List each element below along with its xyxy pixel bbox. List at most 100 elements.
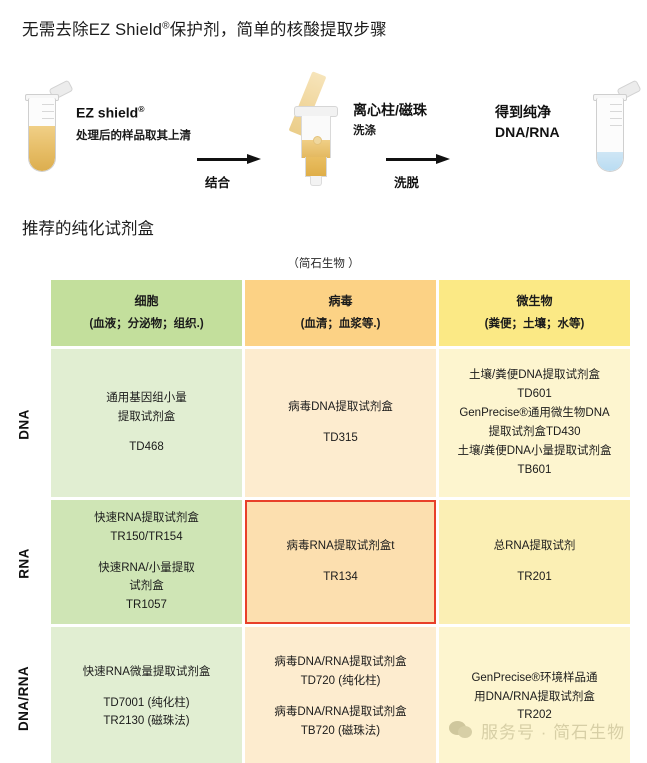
arrow-shaft-icon: [386, 158, 438, 161]
cell-line: 提取试剂盒: [117, 410, 176, 423]
table-row-dna-rna: 快速RNA微量提取试剂盒 TD7001 (纯化柱) TR2130 (磁珠法) 病毒D…: [51, 627, 630, 763]
column-header-name: 病毒: [328, 293, 353, 308]
cell-dnarna-microbe: GenPrecise®环境样品通用DNA/RNA提取试剂盒 TR202: [439, 627, 630, 763]
cell-dna-virus: 病毒DNA提取试剂盒 TD315: [245, 349, 436, 497]
cell-dnarna-virus: 病毒DNA/RNA提取试剂盒 TD720 (纯化柱) 病毒DNA/RNA提取试剂盒 T…: [245, 627, 436, 763]
workflow-arrow-1-caption: 结合: [205, 176, 231, 190]
cell-line: TD315: [323, 432, 358, 444]
cell-rna-microbe: 总RNA提取试剂 TR201: [439, 500, 630, 624]
column-header-virus: 病毒 (血清；血浆等.): [245, 280, 436, 346]
column-header-detail: (粪便；土壤；水等): [484, 318, 585, 331]
cell-line: 通用基因组小量: [106, 391, 187, 404]
cell-line: 土壤/粪便DNA提取试剂盒: [469, 369, 600, 382]
cell-line: 病毒RNA提取试剂盒t: [286, 540, 395, 553]
workflow-step1-title: EZ shield: [76, 104, 139, 121]
cell-line: TR134: [323, 571, 358, 583]
column-header-name: 细胞: [134, 293, 159, 308]
cell-line: 病毒DNA提取试剂盒: [288, 401, 393, 414]
droplet-icon: [313, 136, 322, 145]
workflow-step3-label-line2: DNA/RNA: [495, 124, 560, 140]
workflow-step1-subtitle: 处理后的样品取其上清: [76, 130, 191, 142]
column-header-detail: (血液；分泌物；组织.): [89, 318, 204, 331]
cell-line: TB601: [517, 463, 552, 476]
sample-tube-icon: [22, 79, 74, 180]
registered-mark: ®: [162, 20, 170, 32]
workflow-step2-subtitle: 洗涤: [353, 125, 376, 137]
cell-line: TD720 (纯化柱): [300, 675, 381, 688]
cell-spacer: [251, 556, 430, 568]
cell-spacer: [57, 547, 236, 559]
page-title-suffix: 保护剂，简单的核酸提取步骤: [169, 21, 387, 39]
tube-liquid-icon: [597, 152, 623, 171]
cell-dnarna-cell: 快速RNA微量提取试剂盒 TD7001 (纯化柱) TR2130 (磁珠法): [51, 627, 242, 763]
cell-line: 土壤/粪便DNA小量提取试剂盒: [457, 444, 612, 457]
recommended-kits-table: 细胞 (血液；分泌物；组织.) 病毒 (血清；血浆等.) 微生物 (粪便；土壤；…: [48, 277, 633, 763]
cell-line: 快速RNA微量提取试剂盒: [82, 665, 211, 678]
workflow-step2-label: 离心柱/磁珠: [353, 102, 427, 118]
column-neck-icon: [305, 157, 327, 177]
cell-line: GenPrecise®环境样品通: [471, 671, 598, 684]
tube-graduation-icon: [610, 104, 622, 132]
row-label-dna: DNA: [0, 350, 48, 498]
tube-liquid-icon: [29, 125, 55, 171]
cell-line: TR2130 (磁珠法): [103, 715, 190, 728]
result-tube-icon: [590, 79, 642, 180]
workflow-step3-label-line1: 得到纯净: [495, 104, 551, 120]
cell-line: 快速RNA/小量提取: [98, 561, 195, 574]
arrow-shaft-icon: [197, 158, 249, 161]
cell-line: GenPrecise®通用微生物DNA: [459, 407, 610, 420]
cell-line: 提取试剂盒TD430: [488, 426, 581, 438]
column-tip-icon: [310, 176, 322, 186]
row-label-rna: RNA: [0, 501, 48, 625]
cell-line: 病毒DNA/RNA提取试剂盒: [274, 656, 407, 669]
cell-line: 用DNA/RNA提取试剂盒: [474, 690, 595, 703]
cell-line: TR150/TR154: [110, 530, 183, 543]
cell-line: TR1057: [126, 599, 167, 612]
row-label-dna-rna: DNA/RNA: [0, 628, 48, 763]
cell-line: TD468: [129, 441, 164, 454]
cell-line: TR202: [517, 709, 552, 722]
spin-column-icon: [288, 71, 348, 190]
cell-spacer: [251, 417, 430, 429]
tube-body-icon: [596, 98, 624, 172]
column-header-name: 微生物: [516, 293, 553, 308]
column-header-microbe: 微生物 (粪便；土壤；水等): [439, 280, 630, 346]
cell-line: TD7001 (纯化柱): [103, 696, 190, 709]
cell-line: 试剂盒: [129, 580, 164, 593]
column-header-detail: (血清；血浆等.): [300, 318, 381, 331]
row-label-dna-rna-text: DNA/RNA: [16, 665, 32, 731]
cell-spacer: [57, 682, 236, 694]
page-title: 无需去除EZ Shield®保护剂，简单的核酸提取步骤: [22, 16, 387, 40]
cell-line: 病毒DNA/RNA提取试剂盒: [274, 706, 407, 718]
workflow-step1-label: EZ shield®: [76, 104, 145, 121]
arrow-head-icon: [436, 154, 450, 164]
cell-line: TB720 (磁珠法): [300, 724, 381, 737]
tube-body-icon: [28, 98, 56, 172]
column-header-cell: 细胞 (血液；分泌物；组织.): [51, 280, 242, 346]
table-header-row: 细胞 (血液；分泌物；组织.) 病毒 (血清；血浆等.) 微生物 (粪便；土壤；…: [51, 280, 630, 346]
registered-mark: ®: [138, 104, 145, 114]
cell-spacer: [57, 426, 236, 438]
cell-spacer: [251, 691, 430, 703]
table-row-dna: 通用基因组小量提取试剂盒 TD468 病毒DNA提取试剂盒 TD315 土壤/粪便D…: [51, 349, 630, 497]
arrow-head-icon: [247, 154, 261, 164]
row-label-dna-text: DNA: [16, 408, 32, 440]
column-liquid-icon: [302, 140, 330, 158]
cell-line: 总RNA提取试剂: [493, 540, 576, 553]
workflow-diagram: EZ shield® 处理后的样品取其上清 结合 离心柱/磁珠 洗涤 洗脱 得到…: [0, 71, 647, 200]
cell-spacer: [445, 556, 624, 568]
table-caption: （简石生物 ）: [287, 258, 360, 270]
workflow-arrow-2-caption: 洗脱: [394, 176, 420, 190]
section-title: 推荐的纯化试剂盒: [22, 220, 154, 238]
cell-line: TD601: [517, 388, 552, 401]
row-label-rna-text: RNA: [16, 547, 32, 579]
tube-graduation-icon: [42, 104, 54, 125]
cell-line: TR201: [517, 571, 552, 583]
cell-dna-cell: 通用基因组小量提取试剂盒 TD468: [51, 349, 242, 497]
page-title-prefix: 无需去除EZ Shield: [22, 21, 163, 39]
